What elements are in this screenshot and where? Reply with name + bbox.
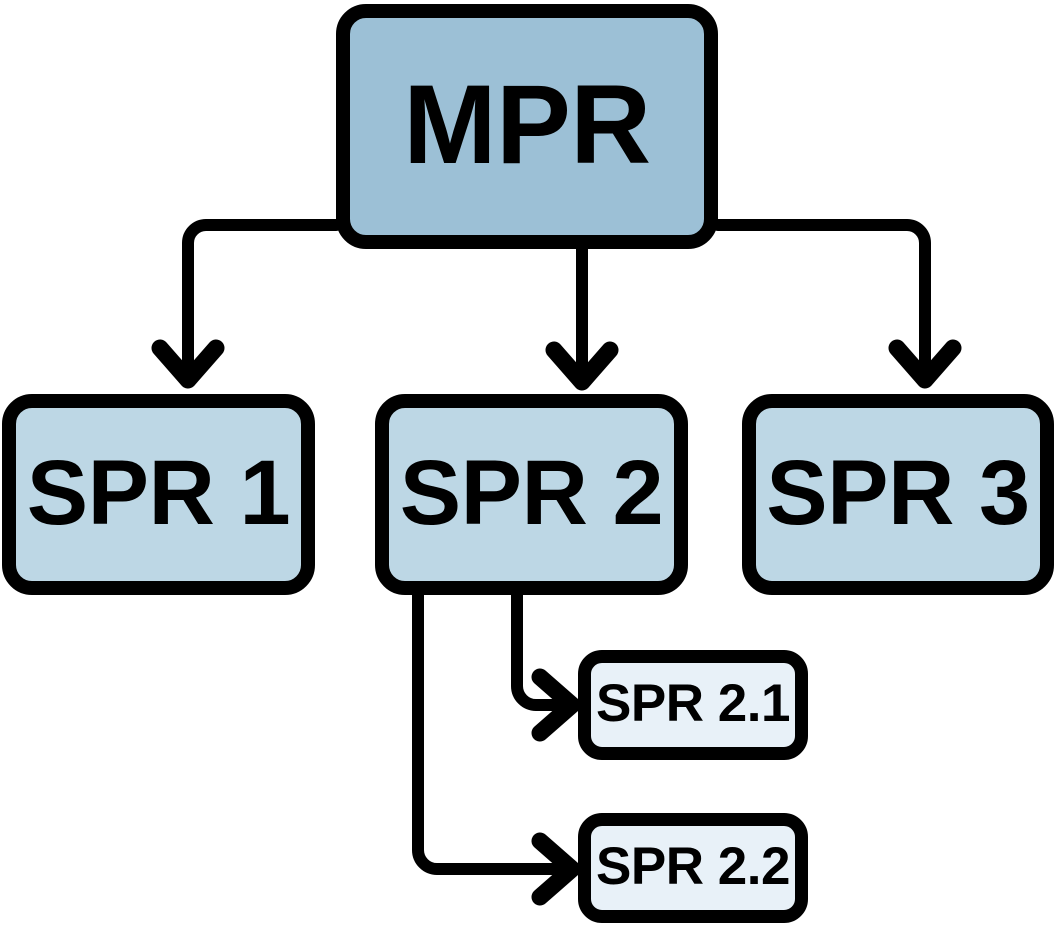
node-spr-2-2[interactable]: SPR 2.2: [578, 813, 808, 923]
node-spr-3-label: SPR 3: [766, 441, 1030, 544]
edge-mpr-to-spr3: [712, 219, 962, 389]
edge-spr2-to-spr22: [412, 589, 581, 906]
node-spr-1[interactable]: SPR 1: [2, 394, 315, 595]
edge-mpr-to-spr2: [545, 243, 619, 391]
node-spr-2[interactable]: SPR 2: [375, 394, 688, 595]
node-spr-1-label: SPR 1: [26, 441, 291, 544]
node-mpr[interactable]: MPR: [336, 4, 718, 249]
node-spr-2-label: SPR 2: [399, 441, 664, 544]
edge-mpr-to-spr1: [151, 219, 342, 389]
edge-spr2-to-spr21: [511, 589, 581, 742]
node-spr-2-1-label: SPR 2.1: [596, 673, 790, 733]
node-spr-2-1[interactable]: SPR 2.1: [578, 650, 808, 760]
node-spr-3[interactable]: SPR 3: [742, 394, 1054, 595]
node-mpr-label: MPR: [403, 61, 651, 187]
node-spr-2-2-label: SPR 2.2: [596, 836, 790, 896]
